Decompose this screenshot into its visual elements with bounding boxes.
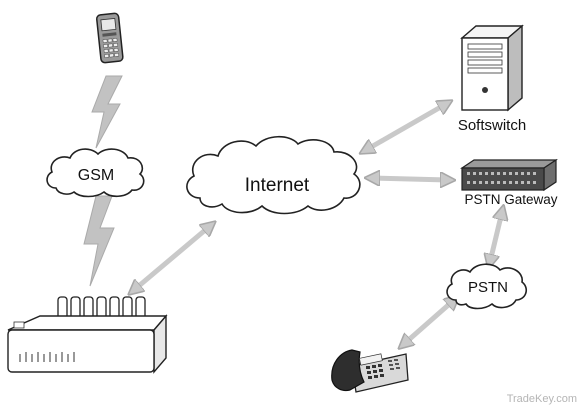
mobile-phone-icon (95, 12, 124, 64)
arrow-pstn-desk-phone (404, 300, 454, 344)
gsm-gateway-device-icon (7, 296, 168, 374)
watermark: TradeKey.com (507, 393, 577, 405)
internet-cloud: Internet (186, 135, 361, 215)
pstn-label: PSTN (468, 279, 508, 296)
arrow-internet-softswitch (366, 104, 446, 150)
gsm-cloud: GSM (46, 148, 145, 198)
gsm-label: GSM (78, 167, 114, 184)
internet-label: Internet (245, 175, 310, 196)
wireless-link-bolt-top (91, 75, 123, 149)
wireless-link-bolt-bottom (83, 195, 115, 287)
pstn-gateway-label: PSTN Gateway (464, 192, 557, 207)
rack-gateway-icon (460, 158, 558, 192)
arrow-pstn-gateway-pstn (490, 212, 502, 262)
arrow-internet-pstn-gateway (372, 178, 448, 180)
desk-phone-icon (331, 349, 409, 393)
arrow-gateway-device-internet (134, 226, 210, 290)
softswitch-label: Softswitch (458, 117, 526, 134)
pstn-cloud: PSTN (446, 263, 528, 310)
server-tower-icon (460, 24, 524, 112)
